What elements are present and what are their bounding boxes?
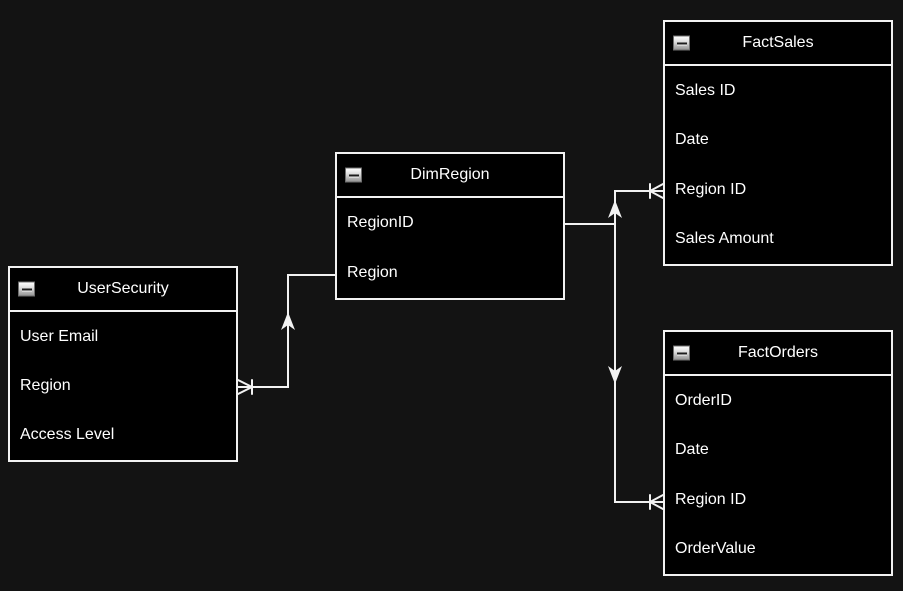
crows-foot-icon <box>649 494 664 510</box>
edge-usersecurity-dimregion[interactable] <box>237 274 336 388</box>
crows-foot-icon <box>649 183 664 199</box>
table-row[interactable]: Date <box>675 131 709 149</box>
minus-icon <box>348 174 359 176</box>
arrow-down-icon <box>608 366 622 384</box>
table-row[interactable]: Date <box>675 441 709 459</box>
arrow-up-icon <box>281 312 295 330</box>
table-row[interactable]: Access Level <box>20 426 115 444</box>
entity-factsales[interactable]: FactSales Sales ID Date Region ID Sales … <box>663 20 893 266</box>
table-row[interactable]: Region ID <box>675 490 747 508</box>
collapse-icon[interactable] <box>673 345 690 361</box>
entity-usersecurity[interactable]: UserSecurity User Email Region Access Le… <box>8 266 238 462</box>
table-header[interactable]: DimRegion <box>337 154 563 198</box>
field-list: User Email Region Access Level <box>10 312 236 460</box>
table-header[interactable]: FactSales <box>665 22 891 66</box>
table-header[interactable]: FactOrders <box>665 332 891 376</box>
minus-icon <box>21 288 32 290</box>
minus-icon <box>676 352 687 354</box>
table-row[interactable]: Region ID <box>675 180 747 198</box>
entity-dimregion[interactable]: DimRegion RegionID Region <box>335 152 565 300</box>
field-list: RegionID Region <box>337 198 563 298</box>
table-row[interactable]: OrderValue <box>675 540 756 558</box>
edge-dimregion-factorders[interactable] <box>614 223 664 503</box>
arrow-up-icon <box>608 200 622 218</box>
field-list: Sales ID Date Region ID Sales Amount <box>665 66 891 264</box>
field-list: OrderID Date Region ID OrderValue <box>665 376 891 574</box>
collapse-icon[interactable] <box>345 167 362 183</box>
entity-title: FactSales <box>742 34 814 51</box>
table-header[interactable]: UserSecurity <box>10 268 236 312</box>
table-row[interactable]: Sales ID <box>675 81 736 99</box>
entity-factorders[interactable]: FactOrders OrderID Date Region ID OrderV… <box>663 330 893 576</box>
entity-title: FactOrders <box>737 344 818 361</box>
collapse-icon[interactable] <box>18 281 35 297</box>
table-row[interactable]: RegionID <box>347 214 414 231</box>
entity-title: UserSecurity <box>77 280 169 297</box>
table-row[interactable]: OrderID <box>675 391 732 409</box>
collapse-icon[interactable] <box>673 35 690 51</box>
minus-icon <box>676 42 687 44</box>
entity-title: DimRegion <box>410 166 490 183</box>
relationship-arrowheads <box>281 200 622 384</box>
crows-foot-icon <box>237 379 253 395</box>
table-row[interactable]: Sales Amount <box>675 230 774 248</box>
table-row[interactable]: Region <box>347 264 398 281</box>
table-row[interactable]: Region <box>20 376 71 394</box>
table-row[interactable]: User Email <box>20 327 99 345</box>
